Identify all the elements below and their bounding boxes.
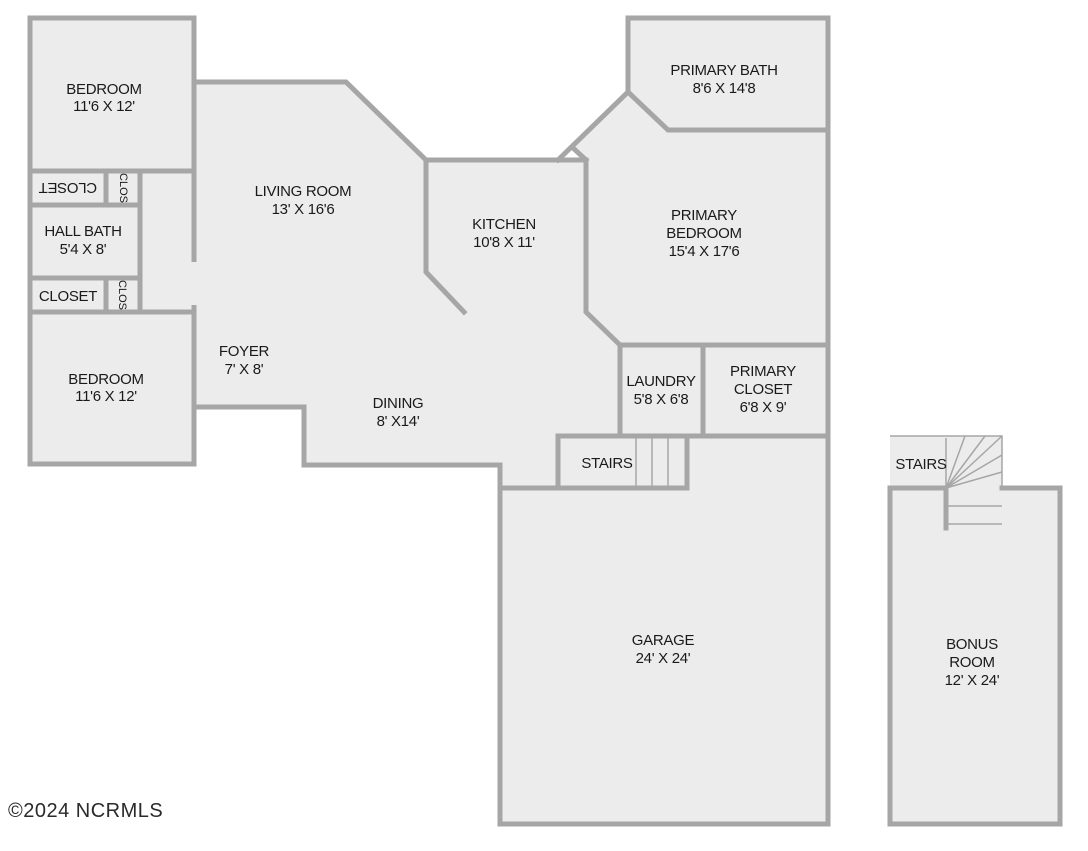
clos-bottom-label: CLOS bbox=[116, 280, 128, 310]
dining-name: DINING bbox=[373, 395, 424, 412]
living-room-name: LIVING ROOM bbox=[255, 183, 352, 200]
primary-bedroom-name-2: BEDROOM bbox=[666, 225, 741, 242]
closet-top-label: CLOSET bbox=[39, 179, 97, 196]
kitchen-size: 10'8 X 11' bbox=[473, 234, 535, 251]
stair-treads-bonus bbox=[945, 435, 1003, 525]
walls bbox=[27, 15, 1063, 827]
closet-bottom-label: CLOSET bbox=[39, 288, 97, 305]
hall-bath-size: 5'4 X 8' bbox=[60, 241, 107, 258]
bonus-room-name-2: ROOM bbox=[949, 654, 994, 671]
foyer-size: 7' X 8' bbox=[225, 361, 264, 378]
bonus-room-size: 12' X 24' bbox=[945, 672, 1000, 689]
primary-bedroom-name-1: PRIMARY bbox=[671, 207, 737, 224]
laundry-name: LAUNDRY bbox=[626, 373, 696, 390]
floor-fills bbox=[30, 18, 1060, 824]
hall-bath-name: HALL BATH bbox=[44, 223, 121, 240]
clos-top-label: CLOS bbox=[117, 173, 129, 203]
living-room-size: 13' X 16'6 bbox=[272, 201, 335, 218]
bonus-room-name-1: BONUS bbox=[946, 636, 998, 653]
stairs-main-label: STAIRS bbox=[581, 455, 633, 472]
garage-size: 24' X 24' bbox=[636, 650, 691, 667]
primary-bath-name: PRIMARY BATH bbox=[670, 62, 777, 79]
laundry-size: 5'8 X 6'8 bbox=[634, 391, 689, 408]
bedroom-bottom-size: 11'6 X 12' bbox=[75, 388, 137, 405]
stair-treads-main bbox=[635, 438, 669, 486]
kitchen-name: KITCHEN bbox=[472, 216, 536, 233]
garage-name: GARAGE bbox=[632, 632, 695, 649]
room-labels: BEDROOM 11'6 X 12' CLOSET CLOS HALL BATH… bbox=[39, 62, 1000, 689]
primary-bath-size: 8'6 X 14'8 bbox=[693, 80, 756, 97]
copyright-watermark: ©2024 NCRMLS bbox=[8, 800, 164, 822]
stairs-bonus-label: STAIRS bbox=[895, 456, 947, 473]
bedroom-top-name: BEDROOM bbox=[66, 81, 141, 98]
primary-closet-size: 6'8 X 9' bbox=[740, 399, 787, 416]
bedroom-bottom-name: BEDROOM bbox=[68, 371, 143, 388]
primary-closet-name-2: CLOSET bbox=[734, 381, 792, 398]
dining-size: 8' X14' bbox=[377, 413, 420, 430]
primary-closet-name-1: PRIMARY bbox=[730, 363, 796, 380]
primary-bedroom-size: 15'4 X 17'6 bbox=[669, 243, 740, 260]
bedroom-top-size: 11'6 X 12' bbox=[73, 98, 135, 115]
foyer-name: FOYER bbox=[219, 343, 270, 360]
